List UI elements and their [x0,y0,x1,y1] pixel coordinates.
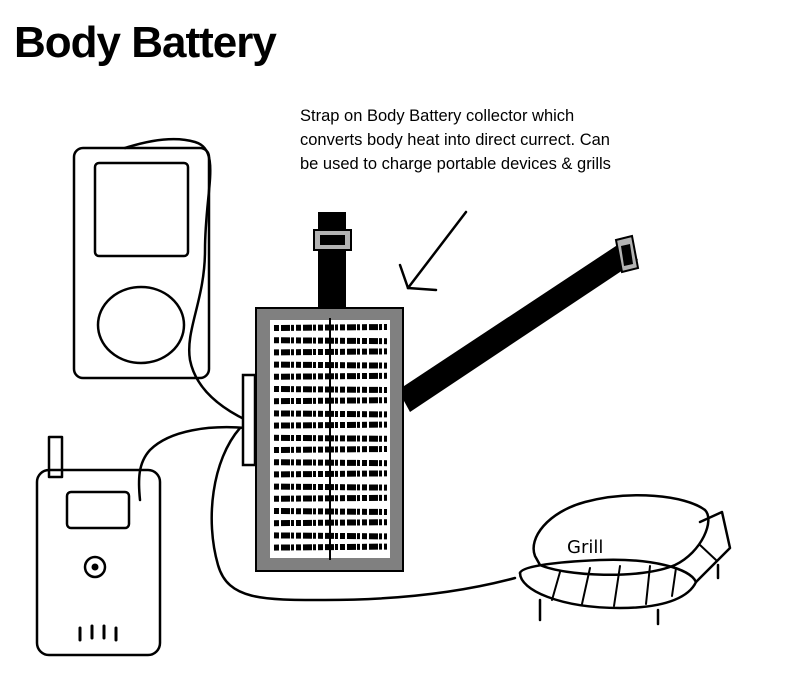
body-battery-collector-icon [241,307,404,572]
wire-to-grill [210,426,517,602]
phone-icon [35,435,162,657]
arrow-icon [398,210,468,292]
strap-side-icon [398,234,640,412]
grill-label: Grill [567,537,603,558]
caption-line-3: be used to charge portable devices & gri… [300,155,611,173]
strap-top-icon [313,212,352,312]
caption: Strap on Body Battery collector which co… [300,104,740,176]
music-player-icon [72,146,211,380]
wire-to-phone [137,425,248,502]
grill-icon: Grill [518,494,732,626]
diagram-title: Body Battery [14,18,277,67]
caption-line-2: converts body heat into direct currect. … [300,131,610,149]
caption-line-1: Strap on Body Battery collector which [300,107,575,125]
